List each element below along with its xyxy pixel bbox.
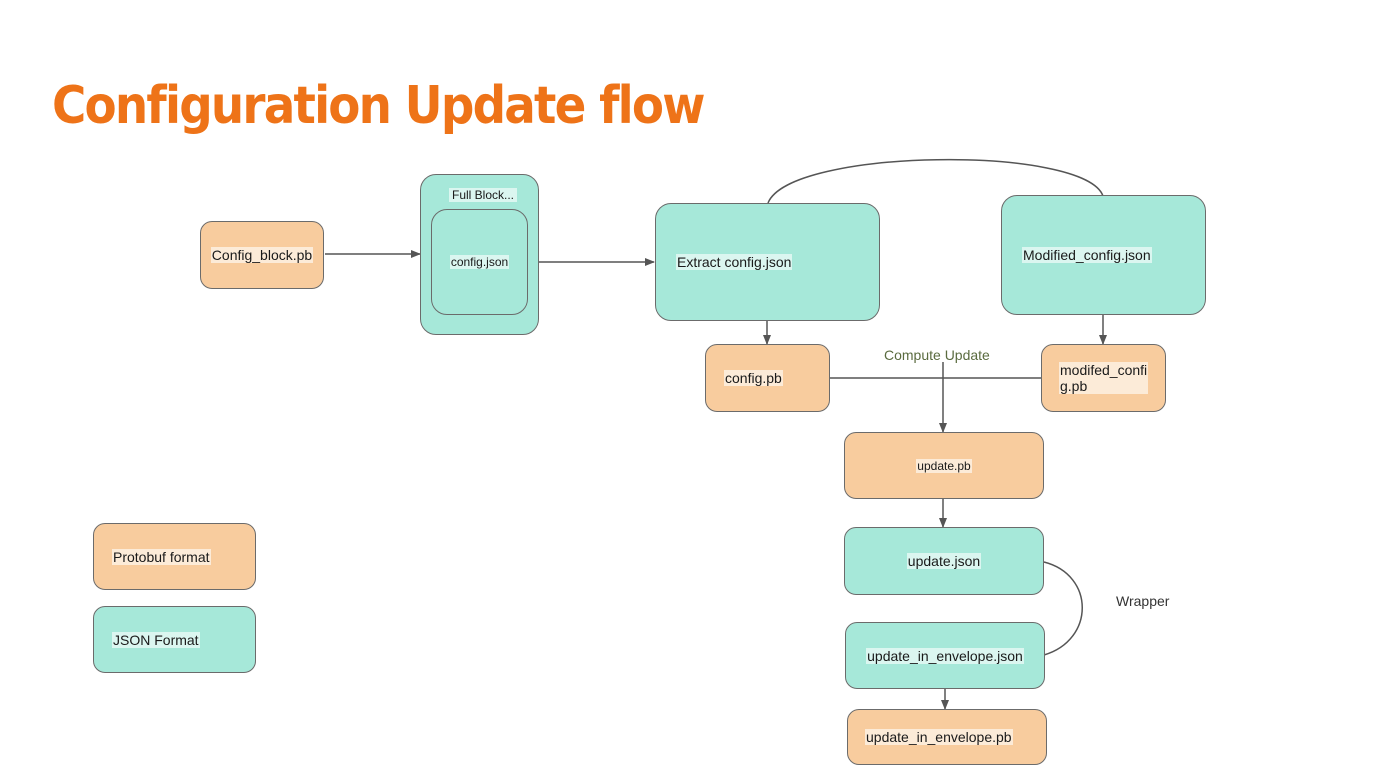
config-block-pb-node: Config_block.pb — [200, 221, 324, 289]
config-pb-node: config.pb — [705, 344, 830, 412]
extract-config-json-node: Extract config.json — [655, 203, 880, 321]
update-json-node: update.json — [844, 527, 1044, 595]
update-json-label: update.json — [906, 553, 982, 569]
update-pb-label: update.pb — [916, 458, 972, 473]
arc-extract-to-modified — [767, 158, 1104, 204]
legend-protobuf-node: Protobuf format — [93, 523, 256, 590]
legend-protobuf-label: Protobuf format — [112, 548, 211, 565]
extract-config-json-label: Extract config.json — [676, 254, 793, 270]
compute-update-label: Compute Update — [884, 347, 990, 363]
update-in-envelope-pb-node: update_in_envelope.pb — [847, 709, 1047, 765]
update-in-envelope-pb-label: update_in_envelope.pb — [865, 729, 1013, 745]
page-title: Configuration Update flow — [52, 76, 705, 136]
modified-config-json-label: Modified_config.json — [1022, 247, 1152, 263]
modified-config-pb-node: modifed_confi g.pb — [1041, 344, 1166, 412]
legend-json-label: JSON Format — [112, 631, 200, 648]
modified-config-pb-label: modifed_confi g.pb — [1059, 362, 1149, 394]
update-in-envelope-json-label: update_in_envelope.json — [866, 647, 1024, 664]
update-pb-node: update.pb — [844, 432, 1044, 499]
wrapper-curve — [1043, 561, 1083, 656]
wrapper-label: Wrapper — [1116, 593, 1170, 609]
modified-config-json-node: Modified_config.json — [1001, 195, 1206, 315]
config-json-inner-label: config.json — [449, 255, 510, 269]
full-block-label: Full Block... — [449, 188, 518, 202]
config-pb-label: config.pb — [724, 370, 783, 386]
config-block-pb-label: Config_block.pb — [210, 247, 314, 263]
update-in-envelope-json-node: update_in_envelope.json — [845, 622, 1045, 689]
full-block-container: Full Block... config.json — [420, 174, 539, 335]
legend-json-node: JSON Format — [93, 606, 256, 673]
config-json-inner-node: config.json — [431, 209, 528, 315]
